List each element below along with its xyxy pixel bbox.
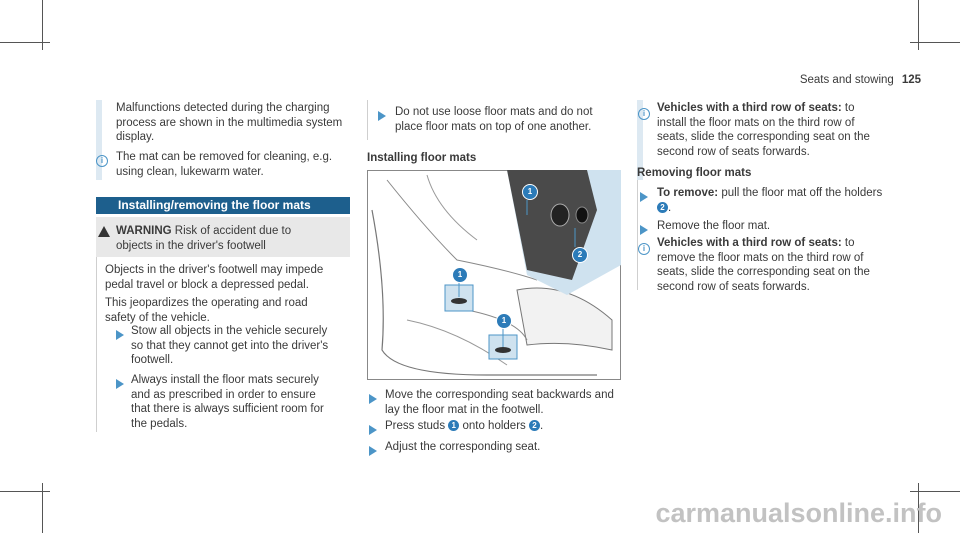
info-icon: i <box>638 103 650 121</box>
text-line: and as prescribed in order to ensure <box>131 388 316 401</box>
reference-badge: 2 <box>528 420 540 432</box>
section-title: Installing/removing the floor mats <box>118 198 311 212</box>
warning-text: WARNING Risk of accident due to objects … <box>116 224 291 253</box>
step-text: Stow all objects in the vehicle securely… <box>131 324 328 368</box>
step-arrow-icon <box>116 376 124 394</box>
info-bar <box>637 100 643 180</box>
text-fragment: Press studs <box>385 420 446 432</box>
crop-mark <box>910 491 960 492</box>
text-line: safety of the vehicle. <box>105 311 210 324</box>
text-line: seats, slide the corresponding seat on t… <box>657 131 870 143</box>
text-line: using clean, lukewarm water. <box>116 165 264 178</box>
note-text: Vehicles with a third row of seats: to i… <box>657 101 870 159</box>
step-text: Press studs 1 onto holders 2. <box>385 419 543 434</box>
text-line: Risk of accident due to <box>174 225 292 237</box>
text-line: seats, slide the corresponding seat on t… <box>657 266 870 278</box>
text-line: Malfunctions detected during the chargin… <box>116 102 330 114</box>
text-line: footwell. <box>131 354 174 366</box>
callout-badge: 1 <box>452 267 468 283</box>
section-title-bar: Installing/removing the floor mats <box>96 197 350 214</box>
text-line: pedal travel or block a depressed pedal. <box>105 278 309 291</box>
callout-badge: 1 <box>522 184 538 200</box>
text-fragment: onto holders <box>462 420 526 432</box>
note-bold: Vehicles with a third row of seats: <box>657 102 842 114</box>
text-line: second row of seats forwards. <box>657 280 810 293</box>
footwell-illustration <box>367 170 621 380</box>
step-arrow-icon <box>378 108 386 126</box>
text-line: lay the floor mat in the footwell. <box>385 403 544 416</box>
warning-label: WARNING <box>116 225 172 237</box>
subheading: Removing floor mats <box>637 167 752 179</box>
section-name: Seats and stowing <box>799 74 894 86</box>
callout-badge: 2 <box>572 247 588 263</box>
crop-mark <box>42 483 43 533</box>
step-text: Remove the floor mat. <box>657 220 771 232</box>
step-text: To remove: pull the floor mat off the ho… <box>657 186 882 215</box>
text-line: the pedals. <box>131 417 188 430</box>
warning-header <box>96 217 350 257</box>
column-rule <box>637 180 638 290</box>
text-line: The mat can be removed for cleaning, e.g… <box>116 151 333 163</box>
crop-mark <box>918 0 919 50</box>
text-line: place floor mats on top of one another. <box>395 120 592 133</box>
step-text: Do not use loose floor mats and do not p… <box>395 105 593 134</box>
crop-mark <box>910 42 960 43</box>
text-line: objects in the driver's footwell <box>116 239 266 252</box>
crop-mark <box>42 0 43 50</box>
text-line: that there is always sufficient room for <box>131 403 324 415</box>
warning-body: Objects in the driver's footwell may imp… <box>105 263 323 325</box>
warning-icon <box>98 226 110 237</box>
reference-badge: 1 <box>448 420 460 432</box>
step-arrow-icon <box>369 422 377 440</box>
text-line: second row of seats forwards. <box>657 145 810 158</box>
text-fragment: pull the floor mat off the holders <box>721 187 883 199</box>
text-line: Do not use loose floor mats and do not <box>395 106 593 118</box>
running-header: Seats and stowing 125 <box>800 74 921 86</box>
subheading: Installing floor mats <box>367 152 477 164</box>
text-line: Stow all objects in the vehicle securely <box>131 325 328 337</box>
column-rule <box>96 257 97 432</box>
text-line: This jeopardizes the operating and road <box>105 297 308 309</box>
note-bold: Vehicles with a third row of seats: <box>657 237 842 249</box>
step-arrow-icon <box>116 327 124 345</box>
watermark: carmanualsonline.info <box>655 498 942 528</box>
text-line: Objects in the driver's footwell may imp… <box>105 264 324 276</box>
floor-mat-figure: 1 2 1 1 <box>367 170 621 380</box>
text-line: Always install the floor mats securely <box>131 374 319 386</box>
info-bar <box>96 100 102 180</box>
reference-badge: 2 <box>657 201 668 213</box>
text-fragment: . <box>668 201 672 214</box>
text-line: install the floor mats on the third row … <box>657 116 855 129</box>
step-text: Adjust the corresponding seat. <box>385 441 541 453</box>
text-fragment: to <box>844 237 855 249</box>
text-line: so that they cannot get into the driver'… <box>131 339 329 352</box>
info-text: Malfunctions detected during the chargin… <box>116 101 342 145</box>
text-fragment: . <box>539 420 544 432</box>
step-arrow-icon <box>640 222 648 240</box>
text-fragment: to <box>844 102 855 114</box>
info-icon: i <box>96 150 108 168</box>
crop-mark <box>0 42 50 43</box>
callout-badge: 1 <box>496 313 512 329</box>
crop-mark <box>918 483 919 533</box>
step-arrow-icon <box>369 391 377 409</box>
step-arrow-icon <box>369 443 377 461</box>
text-line: remove the floor mats on the third row o… <box>657 251 864 264</box>
text-line: process are shown in the multimedia syst… <box>116 116 343 129</box>
text-line: display. <box>116 131 155 143</box>
note-text: The mat can be removed for cleaning, e.g… <box>116 150 332 179</box>
note-text: Vehicles with a third row of seats: to r… <box>657 236 870 294</box>
text-line: Move the corresponding seat backwards an… <box>385 389 614 401</box>
column-rule <box>367 100 368 140</box>
step-text: Move the corresponding seat backwards an… <box>385 388 614 417</box>
page-number: 125 <box>901 74 921 86</box>
step-text: Always install the floor mats securely a… <box>131 373 324 431</box>
crop-mark <box>0 491 50 492</box>
info-icon: i <box>638 238 650 256</box>
step-bold: To remove: <box>657 187 719 199</box>
step-arrow-icon <box>640 189 648 207</box>
